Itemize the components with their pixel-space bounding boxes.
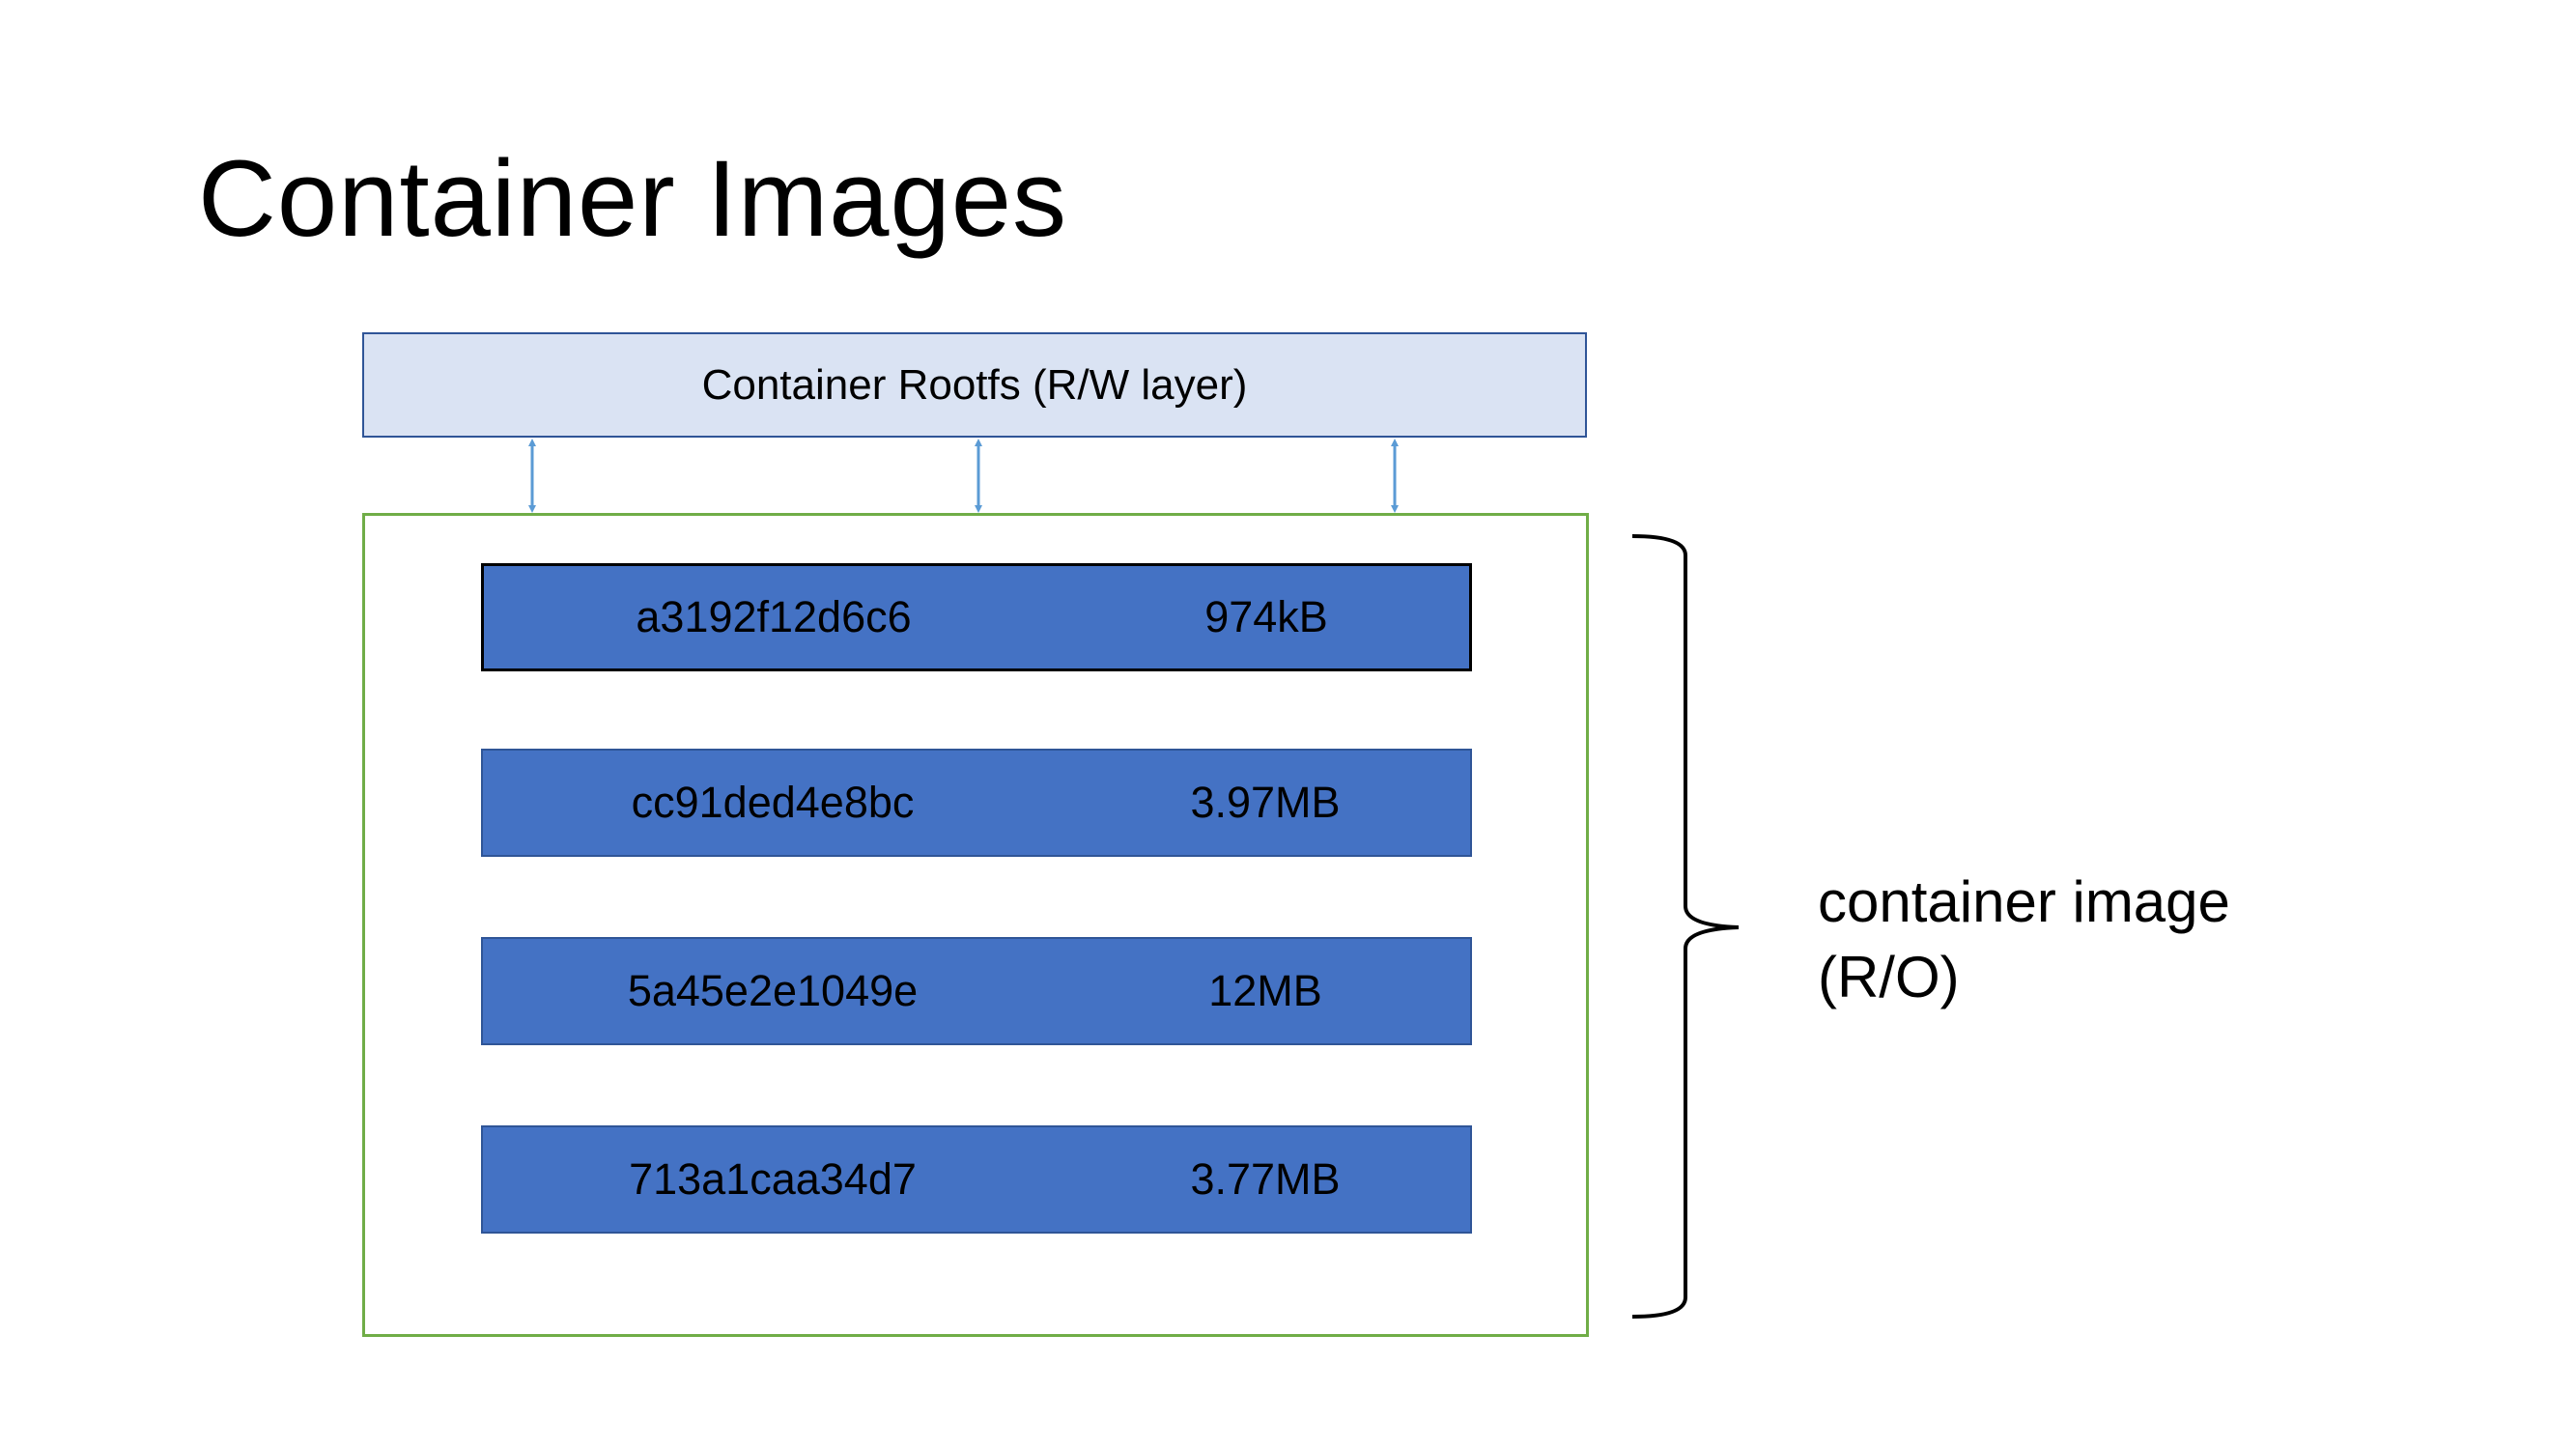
slide-title: Container Images (198, 138, 1068, 259)
layer-id: cc91ded4e8bc (631, 778, 915, 827)
layer-size: 974kB (1204, 592, 1328, 641)
container-image-label-line1: container image (1818, 869, 2230, 934)
layer-id: 5a45e2e1049e (627, 966, 919, 1015)
rw-layer-label: Container Rootfs (R/W layer) (701, 360, 1248, 409)
image-layer-3: 5a45e2e1049e 12MB (481, 937, 1472, 1045)
layer-size: 3.77MB (1190, 1154, 1341, 1204)
layer-id: 713a1caa34d7 (629, 1154, 917, 1204)
layer-size: 3.97MB (1190, 778, 1341, 827)
layer-id: a3192f12d6c6 (636, 592, 912, 641)
image-layer-4: 713a1caa34d7 3.77MB (481, 1125, 1472, 1234)
layer-size: 12MB (1208, 966, 1322, 1015)
rw-layer-box: Container Rootfs (R/W layer) (362, 332, 1587, 438)
image-layer-2: cc91ded4e8bc 3.97MB (481, 749, 1472, 857)
right-brace (1631, 534, 1740, 1319)
container-image-label-line2: (R/O) (1818, 945, 1960, 1009)
image-layer-1: a3192f12d6c6 974kB (481, 563, 1472, 671)
container-image-label: container image (R/O) (1818, 865, 2230, 1015)
